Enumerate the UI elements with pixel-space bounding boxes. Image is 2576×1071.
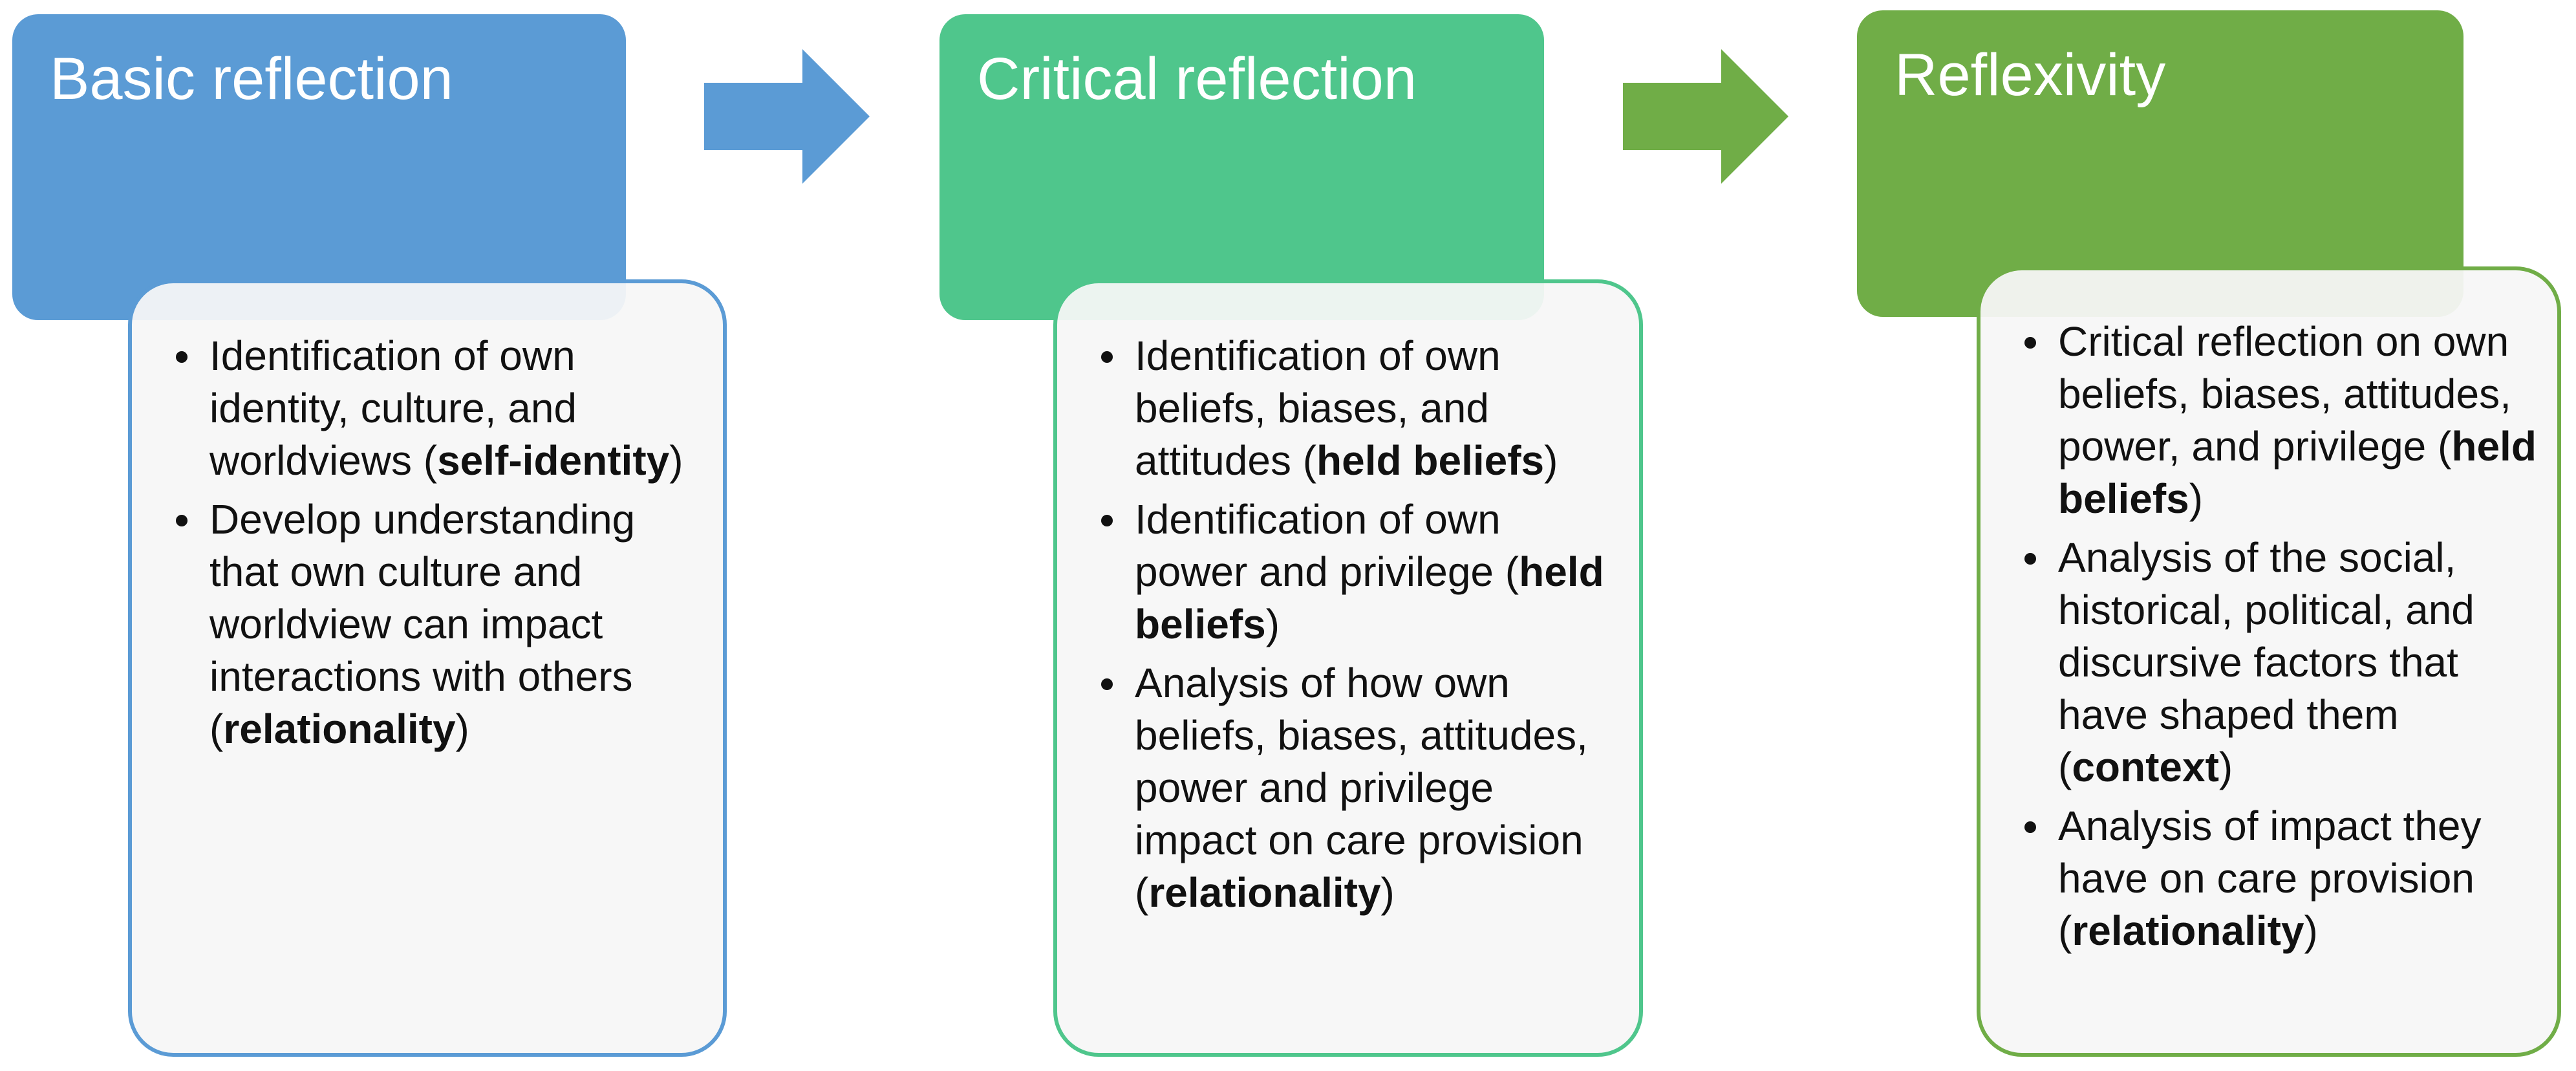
stage-basic-reflection-header: Basic reflection bbox=[12, 14, 626, 320]
stage-title: Reflexivity bbox=[1894, 42, 2166, 108]
bullet-suffix: ) bbox=[1544, 437, 1558, 484]
bullet-item: Analysis of impact they have on care pro… bbox=[2021, 800, 2538, 957]
bullet-text: Identification of own power and privileg… bbox=[1135, 496, 1519, 595]
bullet-text: Analysis of impact they have on care pro… bbox=[2058, 803, 2482, 954]
stage-critical-reflection-card: Identification of own beliefs, biases, a… bbox=[1053, 279, 1643, 1057]
bullet-text: Analysis of the social, historical, poli… bbox=[2058, 534, 2474, 790]
bullet-suffix: ) bbox=[669, 437, 683, 484]
bullet-text: Identification of own identity, culture,… bbox=[209, 332, 577, 484]
bullet-keyword: context bbox=[2072, 744, 2219, 790]
stage-title: Critical reflection bbox=[977, 46, 1417, 112]
stage-reflexivity-card: Critical reflection on own beliefs, bias… bbox=[1977, 266, 2561, 1057]
bullet-keyword: relationality bbox=[1148, 869, 1381, 916]
bullet-suffix: ) bbox=[2304, 907, 2318, 954]
bullet-keyword: relationality bbox=[223, 706, 456, 752]
bullet-suffix: ) bbox=[1265, 601, 1280, 647]
bullet-list: Identification of own identity, culture,… bbox=[172, 330, 689, 762]
bullet-item: Identification of own identity, culture,… bbox=[172, 330, 689, 487]
bullet-keyword: held beliefs bbox=[2058, 423, 2537, 522]
stage-reflexivity-header: Reflexivity bbox=[1857, 10, 2463, 317]
bullet-item: Analysis of how own beliefs, biases, att… bbox=[1097, 657, 1615, 919]
bullet-item: Analysis of the social, historical, poli… bbox=[2021, 532, 2538, 794]
bullet-keyword: relationality bbox=[2072, 907, 2304, 954]
bullet-item: Identification of own power and privileg… bbox=[1097, 493, 1615, 651]
arrow-right-icon bbox=[704, 49, 870, 184]
bullet-text: Develop understanding that own culture a… bbox=[209, 496, 636, 752]
bullet-keyword: self-identity bbox=[437, 437, 670, 484]
bullet-suffix: ) bbox=[2218, 744, 2233, 790]
bullet-item: Identification of own beliefs, biases, a… bbox=[1097, 330, 1615, 487]
bullet-item: Develop understanding that own culture a… bbox=[172, 493, 689, 755]
bullet-text: Critical reflection on own beliefs, bias… bbox=[2058, 318, 2511, 470]
bullet-text: Identification of own beliefs, biases, a… bbox=[1135, 332, 1501, 484]
bullet-item: Critical reflection on own beliefs, bias… bbox=[2021, 316, 2538, 525]
bullet-keyword: held beliefs bbox=[1135, 548, 1604, 647]
bullet-list: Critical reflection on own beliefs, bias… bbox=[2021, 316, 2538, 964]
bullet-text: Analysis of how own beliefs, biases, att… bbox=[1135, 660, 1588, 916]
bullet-suffix: ) bbox=[455, 706, 469, 752]
bullet-suffix: ) bbox=[1380, 869, 1395, 916]
bullet-suffix: ) bbox=[2189, 475, 2204, 522]
stage-basic-reflection-card: Identification of own identity, culture,… bbox=[128, 279, 727, 1057]
bullet-keyword: held beliefs bbox=[1316, 437, 1545, 484]
stage-title: Basic reflection bbox=[50, 46, 453, 112]
arrow-right-icon bbox=[1623, 49, 1788, 184]
stage-critical-reflection-header: Critical reflection bbox=[939, 14, 1544, 320]
bullet-list: Identification of own beliefs, biases, a… bbox=[1097, 330, 1615, 925]
